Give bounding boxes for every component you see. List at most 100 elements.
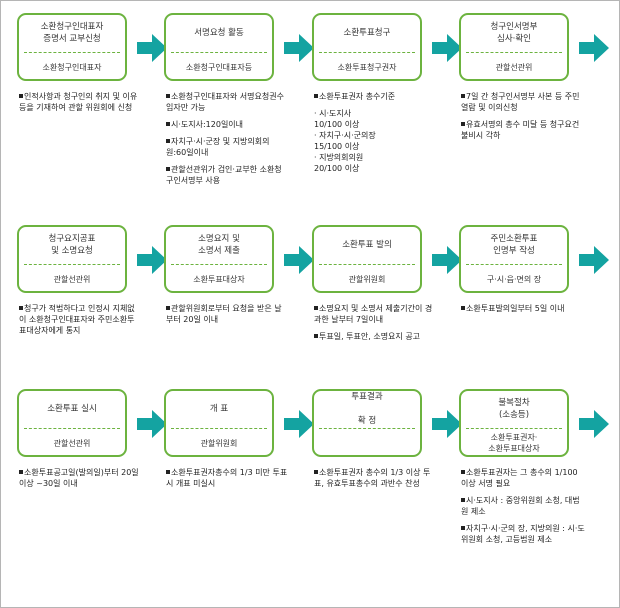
square-bullet-icon [461,526,465,530]
step-title: 소명요지 및 소명서 제출 [198,234,240,256]
step-title: 소환청구인대표자 증명서 교부신청 [40,22,104,44]
note-item: · 시·도지사 10/100 이상 [314,108,436,130]
square-bullet-icon [314,334,318,338]
note-text: 시·도지사:120일이내 [171,120,244,129]
step-actor: 관할위원회 [348,274,386,284]
right-arrow-icon [137,246,167,274]
note-item: 인적사항과 청구인의 취지 및 이유등을 기재하여 관할 위원회에 신청 [19,91,139,113]
note-item: 관할위원회로부터 요청을 받은 날부터 20일 이내 [166,303,288,325]
note-text: 소환투표권자총수의 1/3 미만 투표시 개표 미실시 [166,468,288,488]
right-arrow-icon [284,410,314,438]
note-text: · 지방의회의원 20/100 이상 [314,153,364,173]
step-actor: 소환투표권자· 소환투표대상자 [488,433,540,453]
step-notes: 관할위원회로부터 요청을 받은 날부터 20일 이내 [166,303,288,331]
note-item: · 자치구·시·군의장 15/100 이상 [314,130,436,152]
note-text: 청구가 적법하다고 인정시 지체없이 소환청구인대표자와 주민소환투표대상자에게… [19,304,135,335]
right-arrow-icon [432,246,462,274]
note-item: 소명요지 및 소명서 제출기간이 경과한 날부터 7일이내 [314,303,436,325]
step-notes: 소환투표권자 총수의 1/3 이상 투표, 유효투표총수의 과반수 찬성 [314,467,436,495]
step-title: 청구인서명부 심사·확인 [490,22,538,44]
step-divider [171,264,267,265]
step-actor: 관할위원회 [200,438,238,448]
note-text: 소환투표발의일부터 5일 이내 [466,304,565,313]
note-text: 7일 간 청구인서명부 사본 등 주민 열람 및 이의신청 [461,92,580,112]
square-bullet-icon [314,306,318,310]
step-title: 개 표 [209,404,229,414]
note-item: 소환투표권자는 그 총수의 1/100 이상 서명 필요 [461,467,585,489]
step-actor: 관할선관위 [53,274,91,284]
step-box: 투표결과 확 정 [312,389,422,457]
square-bullet-icon [19,306,23,310]
note-item: 시·도지사 : 중앙위원회 소청, 대법원 제소 [461,495,585,517]
step-actor [314,429,420,457]
square-bullet-icon [166,306,170,310]
right-arrow-icon [137,34,167,62]
step-actor: 관할선관위 [53,438,91,448]
note-item: 관할선관위가 검인·교부한 소환청구인서명부 사용 [166,164,288,186]
step-notes: 소환투표발의일부터 5일 이내 [461,303,585,320]
note-item: 청구가 적법하다고 인정시 지체없이 소환청구인대표자와 주민소환투표대상자에게… [19,303,139,336]
square-bullet-icon [461,470,465,474]
note-text: · 자치구·시·군의장 15/100 이상 [314,131,376,151]
square-bullet-icon [166,139,170,143]
step-notes: 소환투표권자 총수기준 · 시·도지사 10/100 이상· 자치구·시·군의장 … [314,91,436,174]
square-bullet-icon [166,167,170,171]
right-arrow-icon [284,246,314,274]
right-arrow-icon [579,410,609,438]
note-item: 시·도지사:120일이내 [166,119,288,130]
step-notes: 소환투표권자총수의 1/3 미만 투표시 개표 미실시 [166,467,288,495]
step-box: 불복절차 (소송등)소환투표권자· 소환투표대상자 [459,389,569,457]
square-bullet-icon [461,94,465,98]
note-text: 인적사항과 청구인의 취지 및 이유등을 기재하여 관할 위원회에 신청 [19,92,138,112]
step-title: 주민소환투표 인명부 작성 [490,234,538,256]
process-step: 투표결과 확 정 [312,389,450,469]
step-divider [24,428,120,429]
step-divider [319,264,415,265]
note-item: 유효서명의 총수 미달 등 청구요건 불비시 각하 [461,119,585,141]
note-text: 자치구·시·군장 및 지방의회의원:60일이내 [166,137,270,157]
step-divider [171,428,267,429]
note-text: 유효서명의 총수 미달 등 청구요건 불비시 각하 [461,120,580,140]
step-title: 서명요청 활동 [194,28,244,38]
step-title: 청구요지공표 및 소명요청 [48,234,96,256]
step-actor: 소환투표청구권자 [337,62,397,72]
step-title: 소환투표 발의 [342,240,392,250]
square-bullet-icon [19,94,23,98]
note-item: 소환투표공고일(발의일)부터 20일이상 ~30일 이내 [19,467,139,489]
square-bullet-icon [314,94,318,98]
right-arrow-icon [579,246,609,274]
step-divider [466,428,562,429]
note-item: 소환청구인대표자와 서명요청권수임자만 가능 [166,91,288,113]
note-text: 소환투표공고일(발의일)부터 20일이상 ~30일 이내 [19,468,139,488]
step-divider [24,52,120,53]
step-divider [466,264,562,265]
note-item: 소환투표권자 총수기준 [314,91,436,102]
right-arrow-icon [284,34,314,62]
note-item: 투표일, 투표안, 소명요지 공고 [314,331,436,342]
note-item: 소환투표권자총수의 1/3 미만 투표시 개표 미실시 [166,467,288,489]
right-arrow-icon [432,410,462,438]
right-arrow-icon [579,34,609,62]
note-item: 소환투표발의일부터 5일 이내 [461,303,585,314]
note-text: 투표일, 투표안, 소명요지 공고 [319,332,421,341]
step-notes: 청구가 적법하다고 인정시 지체없이 소환청구인대표자와 주민소환투표대상자에게… [19,303,139,342]
